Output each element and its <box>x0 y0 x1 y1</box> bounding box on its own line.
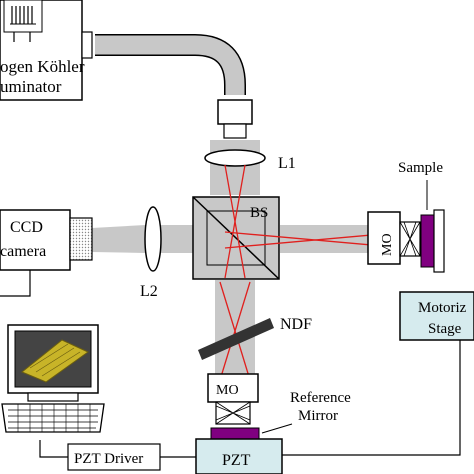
stage-label-1: Motoriz <box>418 300 467 316</box>
sample <box>420 214 435 268</box>
ccd-cable <box>0 270 31 297</box>
vertical-beam-top <box>210 140 260 195</box>
lens-l1-label: L1 <box>278 155 296 172</box>
lamp-filament-icon <box>3 0 43 42</box>
sample-holder <box>433 209 445 273</box>
ccd-label-1: CCD <box>10 219 43 236</box>
ndf-label: NDF <box>280 316 312 333</box>
collimator <box>217 99 253 125</box>
pzt-label: PZT <box>222 452 251 469</box>
stage-cable <box>282 340 461 456</box>
ccd-label-2: camera <box>0 243 46 260</box>
computer-cable <box>39 440 68 458</box>
reference-label-2: Mirror <box>298 408 338 424</box>
reference-mirror <box>210 427 260 440</box>
microscope-objective-right: MO <box>367 211 421 265</box>
lens-l2 <box>144 206 162 272</box>
mo-bottom-label: MO <box>216 383 239 398</box>
lens-l2-label: L2 <box>140 283 158 300</box>
mo-right-label: MO <box>380 233 395 256</box>
sample-label: Sample <box>398 160 443 176</box>
pzt-driver: PZT Driver <box>67 443 161 471</box>
microscope-objective-bottom: MO <box>207 373 259 425</box>
lens-l1 <box>204 149 266 167</box>
beam-splitter-label: BS <box>250 205 268 221</box>
illuminator-label-1: ogen Köhler <box>0 57 85 76</box>
halogen-illuminator: ogen Köhler uminator <box>0 0 93 101</box>
ccd-camera: CCD camera <box>0 209 93 271</box>
motorized-stage: Motoriz Stage <box>399 291 474 341</box>
reference-label-1: Reference <box>290 390 351 406</box>
pzt-actuator: PZT <box>195 438 283 474</box>
computer-workstation-icon <box>1 324 105 433</box>
stage-label-2: Stage <box>428 321 462 337</box>
collimator-tip <box>223 123 247 139</box>
beam-to-ccd <box>92 225 145 253</box>
illuminator-label-2: uminator <box>0 77 62 96</box>
beam-splitter: BS <box>192 196 280 280</box>
ndf-filter <box>198 318 274 360</box>
pzt-driver-label: PZT Driver <box>74 451 143 467</box>
reference-pointer <box>261 423 293 434</box>
